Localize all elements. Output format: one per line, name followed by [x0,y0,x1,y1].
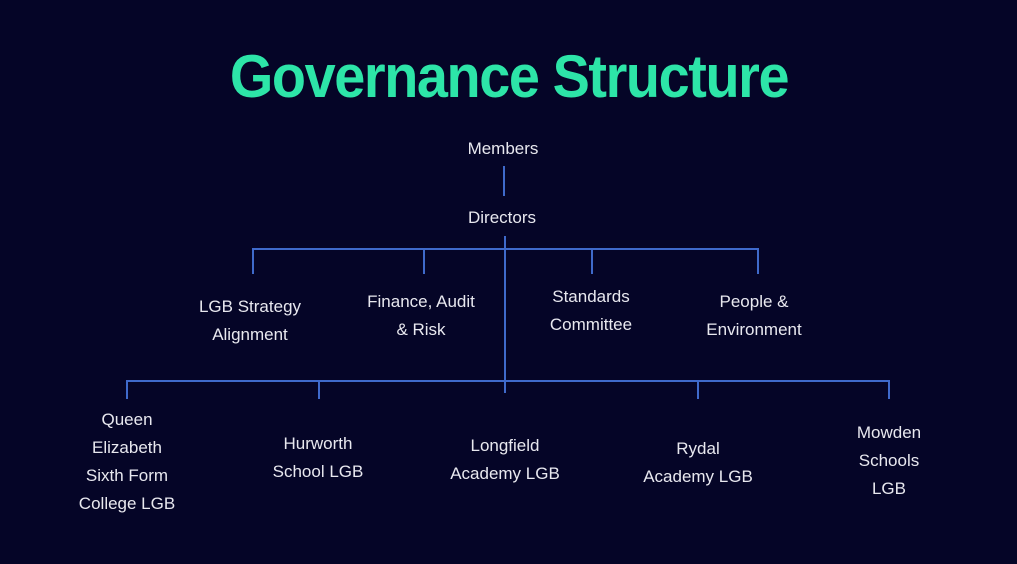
connector-drop-standards [591,248,593,274]
connector-lgbs-rail [126,380,890,382]
connector-drop-queen-elizabeth [126,380,128,399]
org-node-queen-elizabeth-lgb: Queen Elizabeth Sixth Form College LGB [78,410,176,513]
org-node-lgb-strategy-alignment: LGB Strategy Alignment [198,297,302,344]
connector-drop-people-environment [757,248,759,274]
org-node-mowden-lgb: Mowden Schools LGB [856,423,922,498]
page-title: Governance Structure [229,43,789,110]
connector-directors-spine [504,236,506,393]
org-node-finance-audit-risk: Finance, Audit & Risk [367,292,475,339]
connector-drop-hurworth [318,380,320,399]
connector-drop-lgb-strategy [252,248,254,274]
org-node-standards-committee: Standards Committee [549,287,633,334]
org-node-members: Members [467,139,539,158]
org-node-hurworth-lgb: Hurworth School LGB [272,434,364,481]
connector-drop-mowden [888,380,890,399]
connector-drop-rydal [697,380,699,399]
connector-members-directors [503,166,505,196]
org-node-rydal-lgb: Rydal Academy LGB [643,439,753,486]
connector-committees-rail [252,248,759,250]
connector-drop-finance-audit-risk [423,248,425,274]
org-node-people-environment: People & Environment [706,292,802,339]
org-node-longfield-lgb: Longfield Academy LGB [450,436,560,483]
org-node-directors: Directors [467,208,537,227]
